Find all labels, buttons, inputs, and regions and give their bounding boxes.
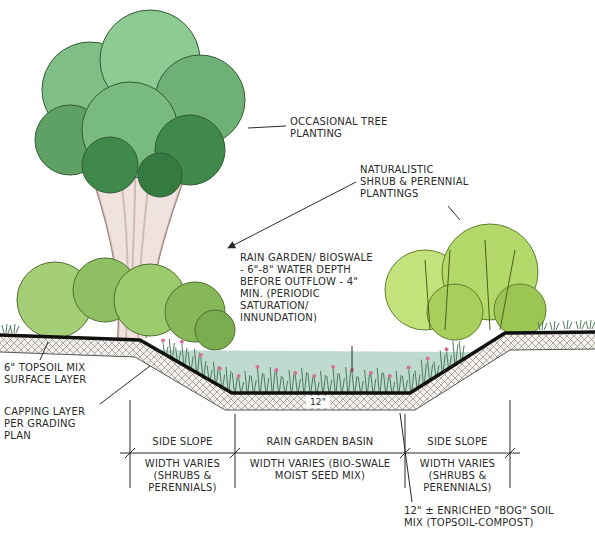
- right-shrubs: [385, 224, 546, 340]
- capping-label: CAPPING LAYER PER GRADING PLAN: [4, 406, 100, 442]
- flower-dots: [161, 339, 449, 378]
- finished-grade: [0, 332, 595, 393]
- topsoil-layer: [0, 332, 595, 410]
- width-note: WIDTH VARIES (SHRUBS & PERENNIALS): [410, 458, 505, 494]
- side-slope-label: SIDE SLOPE: [410, 436, 505, 448]
- width-note: WIDTH VARIES (BIO-SWALE MOIST SEED MIX): [240, 458, 400, 482]
- side-slope-label: SIDE SLOPE: [135, 436, 230, 448]
- bog-soil-label: 12" ± ENRICHED "BOG" SOIL MIX (TOPSOIL-C…: [404, 505, 554, 529]
- tree-canopy: [35, 10, 245, 197]
- depth-dimension: 12": [306, 396, 330, 408]
- width-note: WIDTH VARIES (SHRUBS & PERENNIALS): [135, 458, 230, 494]
- tree-label: OCCASIONAL TREE PLANTING: [290, 116, 400, 140]
- basin-label: RAIN GARDEN BASIN: [240, 436, 400, 448]
- topsoil-label: 6" TOPSOIL MIX SURFACE LAYER: [4, 362, 104, 386]
- rain-garden-note: RAIN GARDEN/ BIOSWALE - 6"-8" WATER DEPT…: [240, 252, 375, 324]
- planting-label: NATURALISTIC SHRUB & PERENNIAL PLANTINGS: [360, 164, 470, 200]
- capping-line: [0, 349, 595, 410]
